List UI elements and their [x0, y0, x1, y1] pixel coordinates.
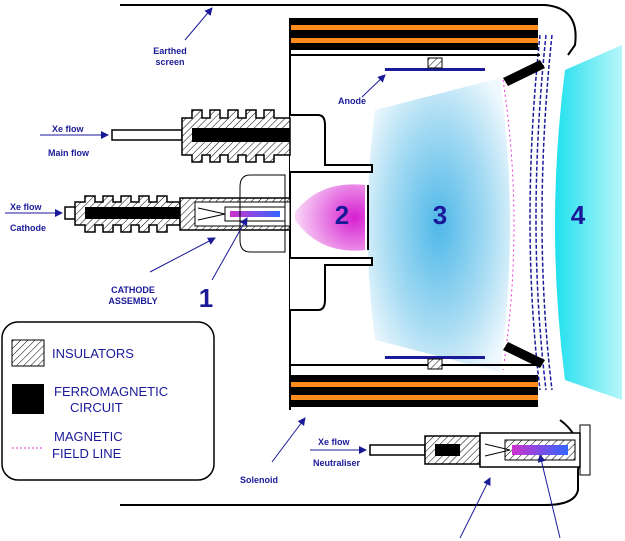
- cathode-flow-label: Cathode: [10, 223, 46, 233]
- region-number-3: 3: [433, 200, 447, 230]
- region-number-4: 4: [571, 200, 586, 230]
- legend-ferro-swatch: [12, 384, 44, 414]
- baffle-housing: [290, 114, 373, 311]
- region-1-arrow: [211, 217, 248, 281]
- pole-piece-bottom: [503, 342, 545, 368]
- plasma-discharge-region-3: [367, 78, 510, 372]
- solenoid-top: [290, 18, 538, 50]
- legend-field-2: FIELD LINE: [52, 446, 122, 461]
- region-number-1: 1: [199, 283, 213, 313]
- pole-piece-top: [503, 60, 545, 86]
- extraction-grids: [529, 34, 553, 391]
- anode-arrow: [361, 74, 386, 98]
- cathode-assembly-label: CATHODE: [111, 285, 155, 295]
- cathode-assembly-label-2: ASSEMBLY: [108, 296, 157, 306]
- neutraliser-feed: [369, 424, 591, 476]
- legend-ferro-2: CIRCUIT: [70, 400, 123, 415]
- xe-flow-neutraliser-label: Xe flow: [318, 437, 351, 447]
- legend-insulators: INSULATORS: [52, 346, 134, 361]
- solenoid-label: Solenoid: [240, 475, 278, 485]
- plasma-cathode-region-2: [295, 184, 365, 251]
- grid-magnetic-field-line: [502, 79, 515, 371]
- cathode-assembly-arrow: [149, 237, 216, 273]
- neutraliser-label: Neutraliser: [313, 458, 361, 468]
- plasma-plume-region-4: [555, 45, 622, 400]
- legend: INSULATORS FERROMAGNETIC CIRCUIT MAGNETI…: [1, 321, 215, 481]
- neutraliser-arrow-left: [459, 477, 491, 539]
- neutraliser-arrow-right: [537, 454, 561, 539]
- anode-label: Anode: [338, 96, 366, 106]
- xe-flow-main-label: Xe flow: [52, 124, 85, 134]
- anode-bottom: [385, 356, 485, 370]
- anode-top: [385, 57, 485, 71]
- legend-field-1: MAGNETIC: [54, 429, 123, 444]
- legend-insulator-swatch: [11, 339, 45, 367]
- earthed-screen-label: Earthed: [153, 46, 187, 56]
- main-flow-feed: [111, 109, 291, 163]
- earthed-screen-arrow: [184, 7, 213, 41]
- legend-ferro-1: FERROMAGNETIC: [54, 384, 168, 399]
- solenoid-bottom: [290, 375, 538, 407]
- cathode-feed: [64, 174, 291, 253]
- solenoid-arrow: [271, 417, 306, 463]
- main-flow-label: Main flow: [48, 148, 90, 158]
- earthed-screen-label-2: screen: [155, 57, 184, 67]
- region-number-2: 2: [335, 200, 349, 230]
- xe-flow-cathode-label: Xe flow: [10, 202, 43, 212]
